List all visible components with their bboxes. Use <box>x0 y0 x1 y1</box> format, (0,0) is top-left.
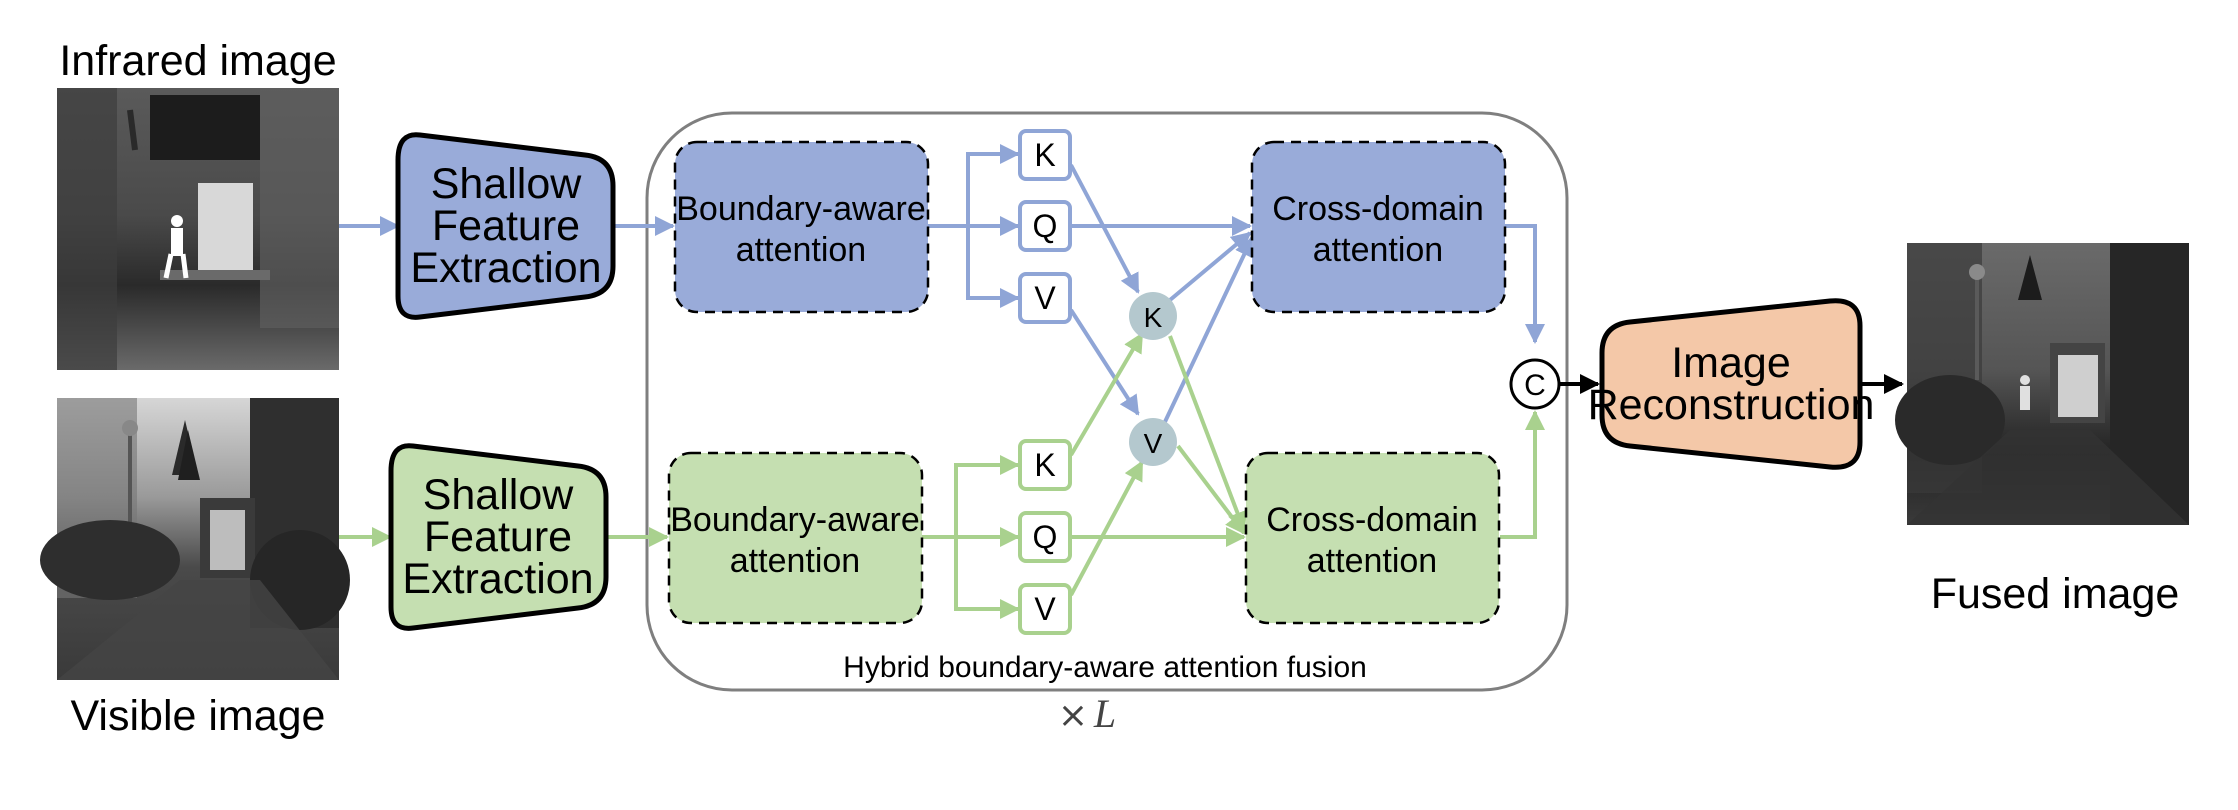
swap-k-label: K <box>1144 302 1163 333</box>
label-line: Cross-domain <box>1266 501 1478 539</box>
visible-image <box>40 398 350 680</box>
label-line: Extraction <box>402 555 593 603</box>
label-line: Extraction <box>410 244 601 292</box>
arrow-k-vis-to-swap-k <box>1069 332 1144 457</box>
arrow-to-k-vis <box>954 455 1020 537</box>
token-v-ir: V <box>1018 272 1072 324</box>
concat-label: C <box>1524 369 1546 402</box>
token-v-ir-label: V <box>1034 280 1056 316</box>
token-k-vis: K <box>1018 439 1072 491</box>
label-line: Feature <box>424 513 572 561</box>
repeat-count-label: × L <box>1058 691 1116 736</box>
arrow-to-v-ir <box>966 226 1020 308</box>
label-line: Cross-domain <box>1272 190 1484 228</box>
token-k-ir: K <box>1018 129 1072 181</box>
arrow-to-k-ir <box>966 144 1020 226</box>
arrow-cross-ir-to-concat <box>1505 224 1545 344</box>
swap-k-node: K <box>1129 292 1177 340</box>
swap-v-node: V <box>1129 418 1177 466</box>
ir-branch-connectors <box>339 144 1545 427</box>
module-caption: Hybrid boundary-aware attention fusion <box>843 651 1367 684</box>
label-line: Feature <box>432 202 580 250</box>
fused-image-label: Fused image <box>1931 570 2180 618</box>
token-q-ir: Q <box>1018 200 1072 252</box>
repeat-prefix: × <box>1058 695 1088 736</box>
label-line: attention <box>1313 231 1443 269</box>
label-line: attention <box>1307 542 1437 580</box>
fused-image <box>1895 243 2189 525</box>
token-q-vis: Q <box>1018 511 1072 563</box>
label-line: Image <box>1671 339 1791 387</box>
token-q-ir-label: Q <box>1033 208 1058 244</box>
token-v-vis-label: V <box>1034 591 1056 627</box>
label-line: attention <box>730 542 860 580</box>
label-line: Boundary-aware <box>670 501 919 539</box>
label-line: Reconstruction <box>1588 381 1875 429</box>
token-k-ir-label: K <box>1034 137 1055 173</box>
infrared-image <box>57 88 339 370</box>
token-v-vis: V <box>1018 583 1072 635</box>
arrow-swap-v-to-cross-vis <box>1176 444 1246 535</box>
arrow-k-ir-to-swap-k <box>1069 164 1140 294</box>
label-line: attention <box>736 231 866 269</box>
arrow-swap-k-to-cross-vis <box>1168 335 1247 532</box>
label-line: Shallow <box>431 160 583 208</box>
vis-branch-connectors <box>339 332 1545 619</box>
repeat-variable: L <box>1093 691 1116 736</box>
token-k-vis-label: K <box>1034 447 1055 483</box>
label-line: Boundary-aware <box>676 190 925 228</box>
arrow-v-ir-to-swap-v <box>1069 308 1140 416</box>
arrow-swap-v-to-cross-ir <box>1161 236 1254 427</box>
label-line: Shallow <box>423 471 575 519</box>
infrared-image-label: Infrared image <box>59 37 336 85</box>
visible-image-label: Visible image <box>71 692 326 740</box>
swap-v-label: V <box>1144 428 1163 459</box>
concat-node: C <box>1509 358 1561 410</box>
arrow-cross-vis-to-concat <box>1500 410 1545 539</box>
hybrid-module-frame <box>645 111 1569 692</box>
token-q-vis-label: Q <box>1033 519 1058 555</box>
arrow-v-vis-to-swap-v <box>1069 460 1144 596</box>
arrow-to-v-vis <box>954 537 1020 619</box>
